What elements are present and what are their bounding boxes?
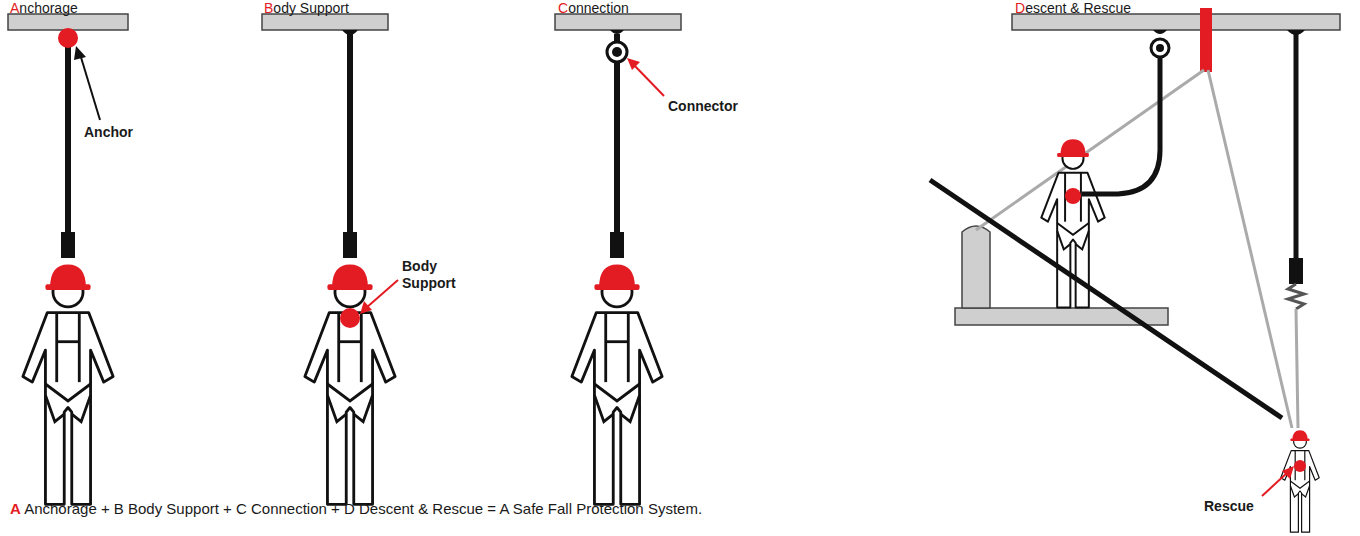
part-label: Anchor — [84, 124, 133, 140]
panel-heading: Anchorage — [10, 0, 78, 16]
caption: A Anchorage + B Body Support + C Connect… — [10, 500, 702, 517]
panel-heading: Body Support — [264, 0, 349, 16]
panel-heading: Descent & Rescue — [1015, 0, 1131, 16]
part-label: Rescue — [1204, 498, 1254, 514]
panel-heading: Connection — [558, 0, 629, 16]
part-label: Connector — [668, 98, 738, 114]
part-label: Body Support — [402, 258, 472, 292]
